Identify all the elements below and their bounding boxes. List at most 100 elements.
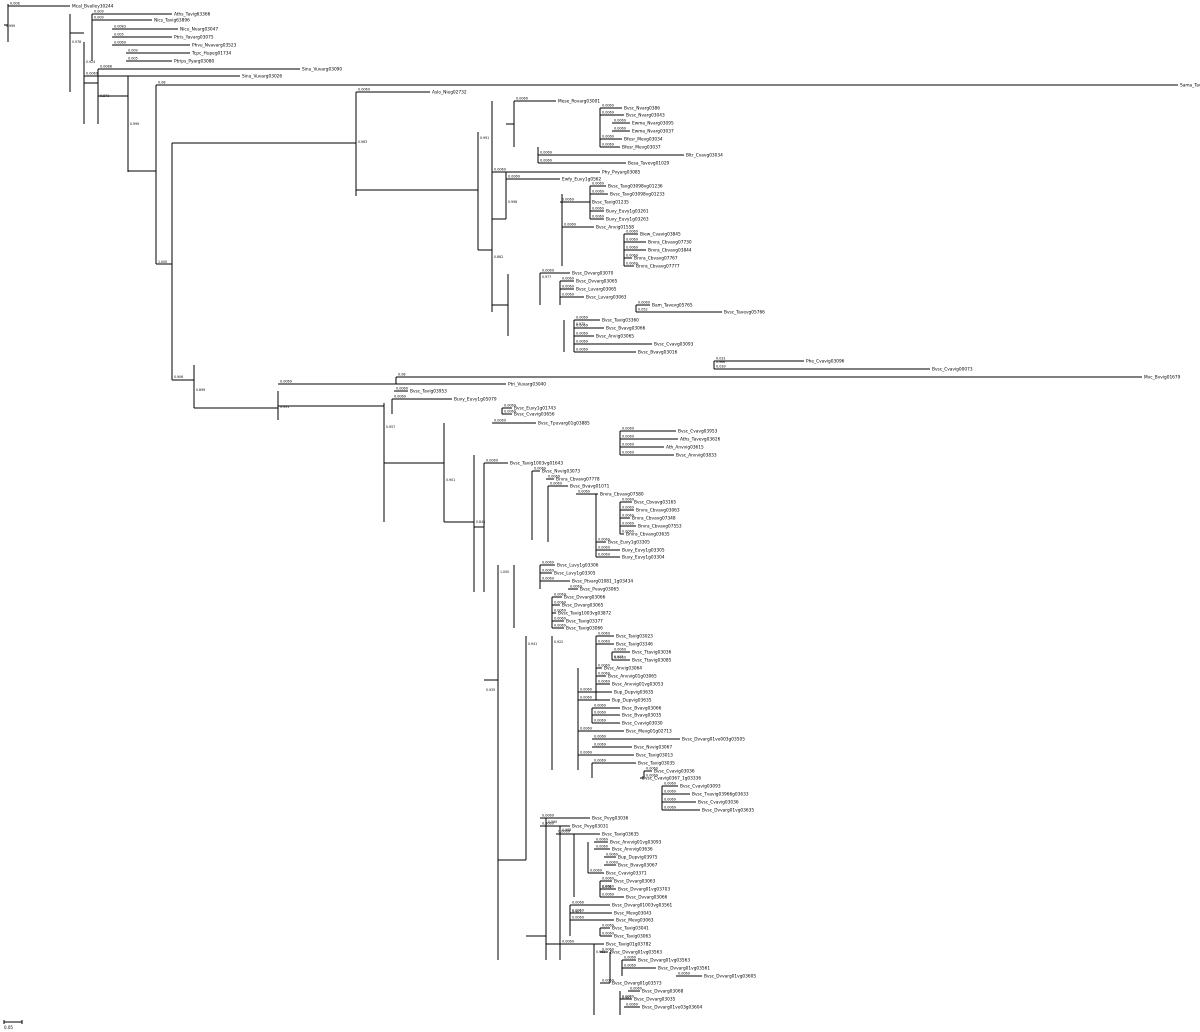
branch-length-label: 0.0069 bbox=[562, 293, 574, 297]
branch-length-label: 0.0069 bbox=[86, 72, 98, 76]
tip-label: Bvsc_Mevg03063 bbox=[616, 918, 654, 924]
branch-length-label: 0.0069 bbox=[638, 301, 650, 305]
branch-length-label: 0.0069 bbox=[562, 198, 574, 202]
branch-length-label: 0.0069 bbox=[602, 111, 614, 115]
branch-length-label: 0.039 bbox=[716, 365, 726, 369]
tip-label: Brvra_Cbvavg07348 bbox=[632, 516, 676, 522]
bootstrap-value: 0.978 bbox=[72, 40, 81, 44]
tip-label: Bvsc_Cvavig00073 bbox=[932, 367, 973, 373]
branch-length-label: 0.0069 bbox=[646, 767, 658, 771]
branch-length-label: 0.0069 bbox=[614, 648, 626, 652]
branch-length-label: 0.0069 bbox=[664, 806, 676, 810]
branch-length-label: 0.0069 bbox=[594, 759, 606, 763]
branch-length-label: 0.0069 bbox=[594, 735, 606, 739]
tip-label: Bvsc_Dvvarg03066 bbox=[564, 595, 606, 601]
tip-label: Ewma_Nvarg03037 bbox=[632, 129, 674, 135]
tip-label: Bvsc_Pvavg03065 bbox=[580, 587, 619, 593]
branch-length-label: 0.0069 bbox=[598, 664, 610, 668]
tip-label: Buvy_Euvy1g05079 bbox=[454, 397, 497, 403]
tip-label: Brvra_Cbvavg07580 bbox=[600, 492, 644, 498]
bootstrap-value: 0.906 bbox=[174, 375, 183, 379]
branch-length-label: 0.0069 bbox=[622, 451, 634, 455]
tip-label: Bvsc_Anvig03064 bbox=[604, 666, 642, 672]
tip-label: Besa_Tavevg01029 bbox=[628, 161, 670, 167]
tip-label: Brvra_Cbvavg07777 bbox=[636, 264, 680, 270]
branch-length-label: 0.0069 bbox=[578, 490, 590, 494]
tip-label: Bvsc_Ttavig03036 bbox=[632, 650, 672, 656]
tip-label: Bvsc_Ttavig03085 bbox=[632, 658, 672, 664]
tip-label: Bvsc_Anvvig01vg03093 bbox=[610, 840, 662, 846]
tip-label: Bup_Dupvig03975 bbox=[618, 855, 658, 861]
bootstrap-value: 0.899 bbox=[196, 388, 205, 392]
branch-length-label: 0.0069 bbox=[664, 798, 676, 802]
tip-label: Brvra_Cbvavg03844 bbox=[648, 248, 692, 254]
tip-label: Bvsc_Tavig03360 bbox=[602, 318, 639, 324]
branch-length-label: 0.0069 bbox=[542, 822, 554, 826]
branch-length-label: 0.0069 bbox=[598, 553, 610, 557]
branch-length-label: 0.0069 bbox=[606, 861, 618, 865]
tip-label: Bvsc_Dvvarg01ve03g03604 bbox=[642, 1005, 702, 1011]
branch-length-label: 0.005 bbox=[128, 57, 138, 61]
bootstrap-value: 0.931 bbox=[280, 405, 289, 409]
branch-length-label: 0.0069 bbox=[622, 514, 634, 518]
tip-label: Bvsc_Bvavg03067 bbox=[618, 863, 658, 869]
tip-label: Mvc_Bvvig01679 bbox=[1144, 375, 1181, 381]
tip-label: Bvsc_Tavig03346 bbox=[616, 642, 653, 648]
branch-length-label: 0.0069 bbox=[576, 348, 588, 352]
tip-label: Bvsc_Cvavig0367_1g03336 bbox=[642, 776, 701, 782]
tip-label: Nics_Tavig63896 bbox=[154, 18, 190, 24]
branch-length-label: 0.0069 bbox=[580, 727, 592, 731]
tip-label: Bup_Dupvig03635 bbox=[614, 690, 654, 696]
branch-length-label: 0.0069 bbox=[598, 538, 610, 542]
branch-length-label: 0.0069 bbox=[562, 285, 574, 289]
tip-label: Bvsc_Cbvavg03165 bbox=[634, 500, 676, 506]
bootstrap-value: 0.977 bbox=[542, 275, 551, 279]
branch-length-label: 0.0069 bbox=[580, 751, 592, 755]
tip-label: Sinu_Vuvarg03026 bbox=[242, 74, 282, 80]
tip-label: Bvsc_Euvy1g01743 bbox=[514, 406, 556, 412]
bootstrap-value: 0.966 bbox=[716, 360, 725, 364]
branch-length-label: 0.0069 bbox=[622, 995, 634, 999]
branch-length-label: 0.0069 bbox=[622, 530, 634, 534]
branch-length-label: 0.0069 bbox=[678, 972, 690, 976]
branch-length-label: 0.0069 bbox=[534, 467, 546, 471]
bootstrap-value: 0.999 bbox=[6, 24, 15, 28]
branch-length-label: 0.0069 bbox=[554, 609, 566, 613]
branch-length-label: 0.0083 bbox=[114, 25, 126, 29]
branch-length-label: 0.0069 bbox=[596, 838, 608, 842]
branch-length-label: 0.0069 bbox=[602, 877, 614, 881]
branch-length-label: 0.0069 bbox=[602, 893, 614, 897]
branch-length-label: 0.0069 bbox=[548, 475, 560, 479]
branch-length-label: 0.0088 bbox=[100, 65, 112, 69]
branch-length-label: 0.0069 bbox=[626, 246, 638, 250]
bootstrap-value: 0.961 bbox=[596, 950, 605, 954]
tip-label: Bvsc_Anvvig03636 bbox=[612, 847, 653, 853]
tip-label: Bvsc_Cvavg03953 bbox=[678, 429, 718, 435]
tip-label: Bvsc_Pvyg03031 bbox=[572, 824, 609, 830]
tip-label: Bltr_Cvavg03034 bbox=[686, 153, 723, 159]
tip-label: Brvra_Cbvavg03635 bbox=[626, 532, 670, 538]
branch-length-label: 0.0069 bbox=[646, 774, 658, 778]
tip-label: Bvsc_Tavg03098vg01236 bbox=[608, 184, 663, 190]
tip-label: Bvsc_Bvavg03066 bbox=[622, 706, 662, 712]
bootstrap-value: 0.983 bbox=[622, 996, 631, 1000]
scale-bar: 0.05 bbox=[3, 1020, 23, 1030]
bootstrap-value: 0.845 bbox=[476, 520, 485, 524]
tip-label: Brvra_Cbvavg07730 bbox=[648, 240, 692, 246]
tip-label: Bvsc_Mevg01g02713 bbox=[626, 729, 672, 735]
branch-length-label: 0.0069 bbox=[592, 182, 604, 186]
bootstrap-value: 0.963 bbox=[358, 140, 367, 144]
tip-label: Bvsc_Luvy1g03305 bbox=[554, 571, 596, 577]
tip-label: Bvsc_Cvavig03371 bbox=[606, 871, 647, 877]
bootstrap-value: 1.000 bbox=[158, 260, 167, 264]
tip-label: Bvsc_Anvvig03833 bbox=[676, 453, 717, 459]
branch-length-label: 0.0069 bbox=[550, 482, 562, 486]
tip-label: Bvsc_Dvvarg01vg03563 bbox=[638, 958, 690, 964]
branch-length-label: 0.0069 bbox=[542, 269, 554, 273]
tip-label: Phvu_Nvavarg03523 bbox=[192, 43, 237, 49]
branch-length-label: 0.0069 bbox=[540, 159, 552, 163]
branch-length-label: 0.009 bbox=[128, 49, 138, 53]
bootstrap-value: 0.907 bbox=[572, 910, 581, 914]
tip-label: Bvsc_Bvavg03016 bbox=[638, 350, 678, 356]
